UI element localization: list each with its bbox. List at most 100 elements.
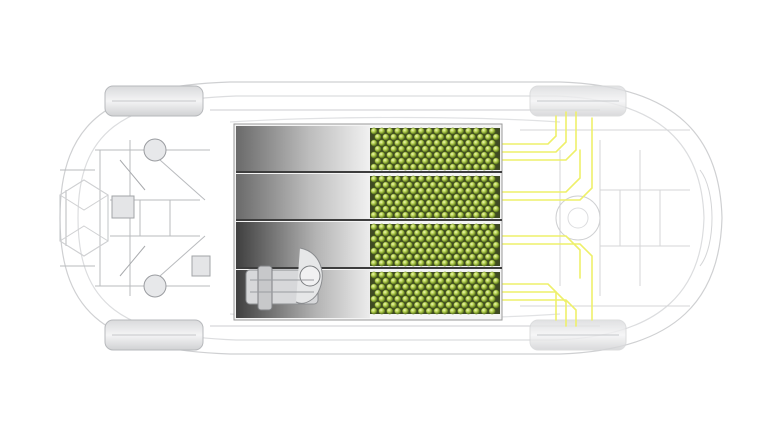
battery-cell	[433, 127, 441, 135]
battery-cell	[382, 229, 390, 237]
battery-cell	[374, 289, 382, 297]
battery-cell	[398, 289, 405, 297]
battery-cell	[449, 163, 457, 171]
battery-cell	[406, 241, 413, 249]
battery-cell	[374, 133, 382, 141]
battery-cell	[390, 229, 397, 237]
battery-cell	[433, 283, 441, 291]
battery-modules	[370, 127, 500, 315]
battery-cell	[374, 145, 382, 153]
battery-cell	[433, 187, 441, 195]
battery-cell	[370, 223, 378, 231]
battery-cell	[386, 211, 394, 219]
battery-cell	[449, 283, 457, 291]
battery-cell	[402, 127, 409, 135]
battery-cell	[421, 301, 429, 309]
battery-cell	[492, 229, 500, 237]
battery-cell	[457, 271, 464, 279]
battery-cell	[469, 229, 476, 237]
battery-cell	[402, 283, 409, 291]
battery-cell	[374, 181, 382, 189]
battery-cell	[429, 229, 437, 237]
battery-cell	[410, 271, 417, 279]
battery-cell	[410, 247, 417, 255]
battery-cell	[394, 211, 401, 219]
battery-cell	[406, 205, 413, 213]
battery-cell	[469, 133, 476, 141]
battery-cell	[480, 247, 488, 255]
battery-cell	[453, 181, 460, 189]
battery-cell	[370, 295, 378, 303]
battery-cell	[382, 157, 390, 165]
battery-cell	[378, 271, 386, 279]
battery-cell	[476, 277, 484, 285]
battery-cell	[410, 211, 417, 219]
battery-cell	[429, 289, 437, 297]
battery-cell	[445, 301, 453, 309]
battery-cell	[461, 277, 468, 285]
battery-cell	[488, 223, 496, 231]
battery-cell	[402, 211, 409, 219]
battery-cell	[406, 181, 413, 189]
battery-cell	[421, 277, 429, 285]
battery-cell	[378, 163, 386, 171]
battery-cell	[394, 151, 401, 159]
battery-cell	[484, 301, 492, 309]
battery-cell	[484, 253, 492, 261]
battery-cell	[386, 259, 394, 267]
battery-cell	[398, 205, 405, 213]
battery-module	[370, 127, 500, 171]
battery-cell	[433, 271, 441, 279]
battery-cell	[465, 295, 472, 303]
battery-cell	[465, 307, 472, 315]
battery-cell	[413, 289, 421, 297]
battery-cell	[370, 307, 378, 315]
battery-cell	[425, 211, 433, 219]
battery-cell	[484, 145, 492, 153]
battery-cell	[449, 235, 457, 243]
battery-cell	[445, 241, 453, 249]
battery-cell	[488, 211, 496, 219]
battery-cell	[394, 223, 401, 231]
battery-cell	[382, 289, 390, 297]
battery-module	[370, 175, 500, 219]
battery-cell	[433, 175, 441, 183]
battery-cell	[370, 151, 378, 159]
battery-cell	[406, 253, 413, 261]
battery-cell	[449, 175, 457, 183]
battery-cell	[492, 193, 500, 201]
battery-cell	[394, 259, 401, 267]
battery-cell	[413, 229, 421, 237]
battery-cell	[453, 133, 460, 141]
battery-cell	[484, 181, 492, 189]
battery-cell	[449, 247, 457, 255]
battery-cell	[484, 193, 492, 201]
battery-cell	[394, 199, 401, 207]
battery-cell	[402, 175, 409, 183]
battery-cell	[457, 235, 464, 243]
battery-cell	[461, 301, 468, 309]
battery-cell	[476, 253, 484, 261]
battery-cell	[421, 181, 429, 189]
battery-cell	[382, 181, 390, 189]
battery-cell	[417, 283, 425, 291]
battery-cell	[437, 229, 445, 237]
battery-cell	[370, 259, 378, 267]
battery-cell	[394, 271, 401, 279]
battery-cell	[453, 277, 460, 285]
battery-cell	[413, 241, 421, 249]
battery-cell	[480, 187, 488, 195]
battery-cell	[461, 145, 468, 153]
battery-cell	[465, 211, 472, 219]
battery-cell	[425, 223, 433, 231]
battery-cell	[433, 247, 441, 255]
battery-cell	[406, 277, 413, 285]
battery-cell	[445, 205, 453, 213]
battery-cell	[480, 283, 488, 291]
battery-cell	[402, 247, 409, 255]
battery-cell	[390, 157, 397, 165]
battery-cell	[488, 235, 496, 243]
battery-cell	[390, 181, 397, 189]
battery-cell	[476, 301, 484, 309]
battery-cell	[398, 229, 405, 237]
